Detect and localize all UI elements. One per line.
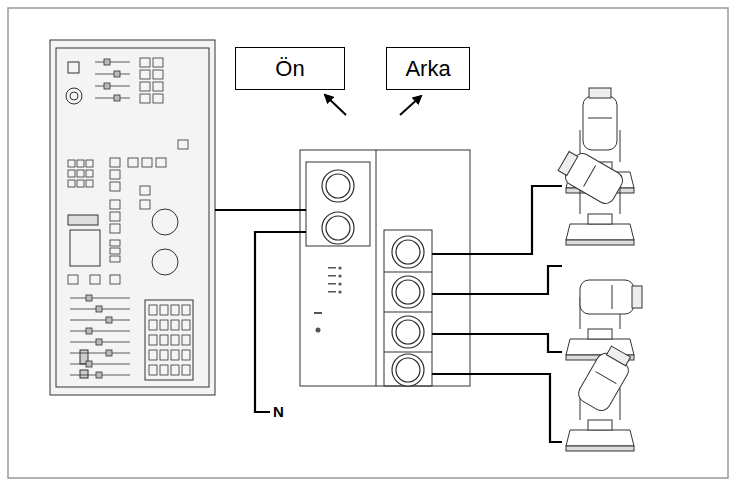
box-label: Ön — [275, 56, 304, 82]
lighting-console — [50, 40, 215, 395]
wire-label: N — [272, 403, 285, 420]
label-box: Arka — [386, 47, 470, 90]
dmx-splitter — [300, 150, 470, 386]
pointer-arrow — [325, 95, 346, 115]
label-box: Ön — [235, 47, 345, 90]
box-label: Arka — [405, 56, 450, 82]
moving-head-fixture — [555, 88, 642, 451]
dmx-cable — [215, 186, 562, 442]
pointer-arrow — [400, 96, 421, 115]
frame — [8, 8, 728, 478]
